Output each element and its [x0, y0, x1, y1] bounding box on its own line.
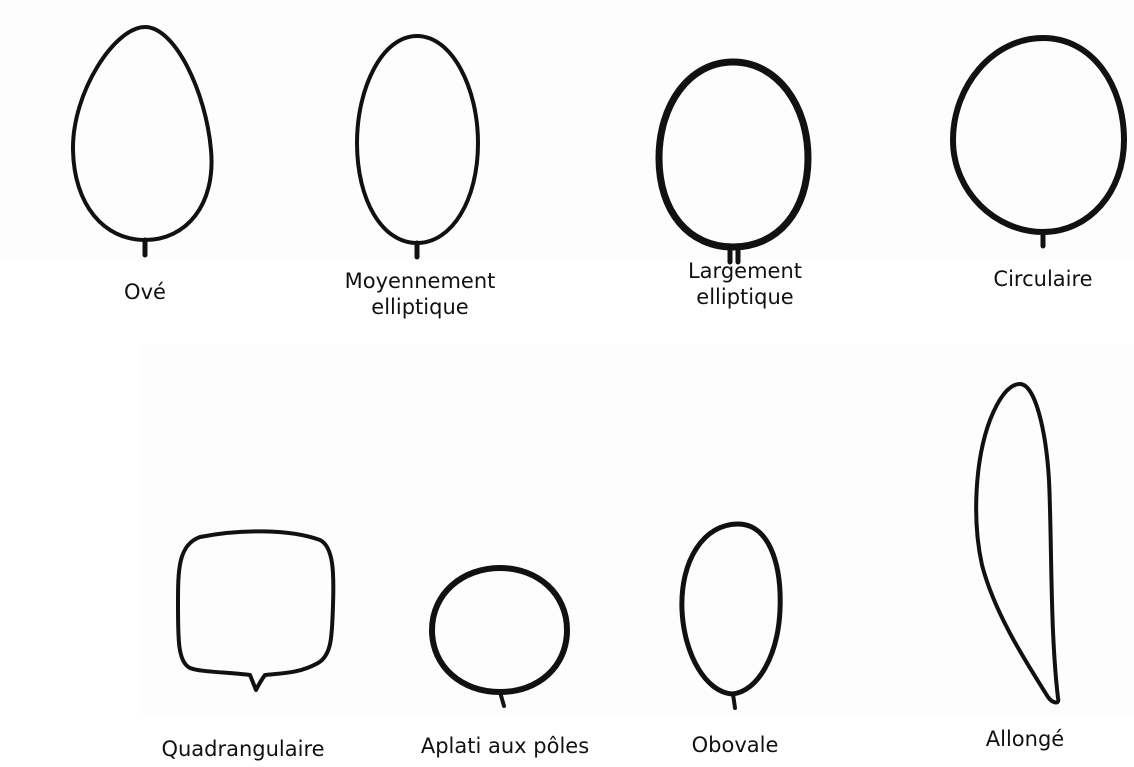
circulaire-label: Circulaire: [968, 266, 1118, 292]
circulaire-shape: [953, 38, 1124, 246]
largement-elliptique-label: Largement elliptique: [670, 258, 820, 310]
quadrangulaire-shape: [178, 531, 333, 690]
allonge-shape: [976, 384, 1058, 702]
aplati-aux-poles-shape: [432, 568, 567, 706]
aplati-aux-poles-label: Aplati aux pôles: [405, 733, 605, 759]
largement-elliptique-shape: [659, 62, 808, 262]
allonge-label: Allongé: [965, 726, 1085, 752]
obovale-label: Obovale: [675, 732, 795, 758]
obovale-shape: [682, 524, 780, 708]
ove-shape: [73, 27, 212, 255]
ove-label: Ové: [95, 279, 195, 305]
quadrangulaire-label: Quadrangulaire: [148, 736, 338, 762]
moyennement-elliptique-shape: [357, 36, 478, 257]
moyennement-elliptique-label: Moyennement elliptique: [335, 268, 505, 320]
